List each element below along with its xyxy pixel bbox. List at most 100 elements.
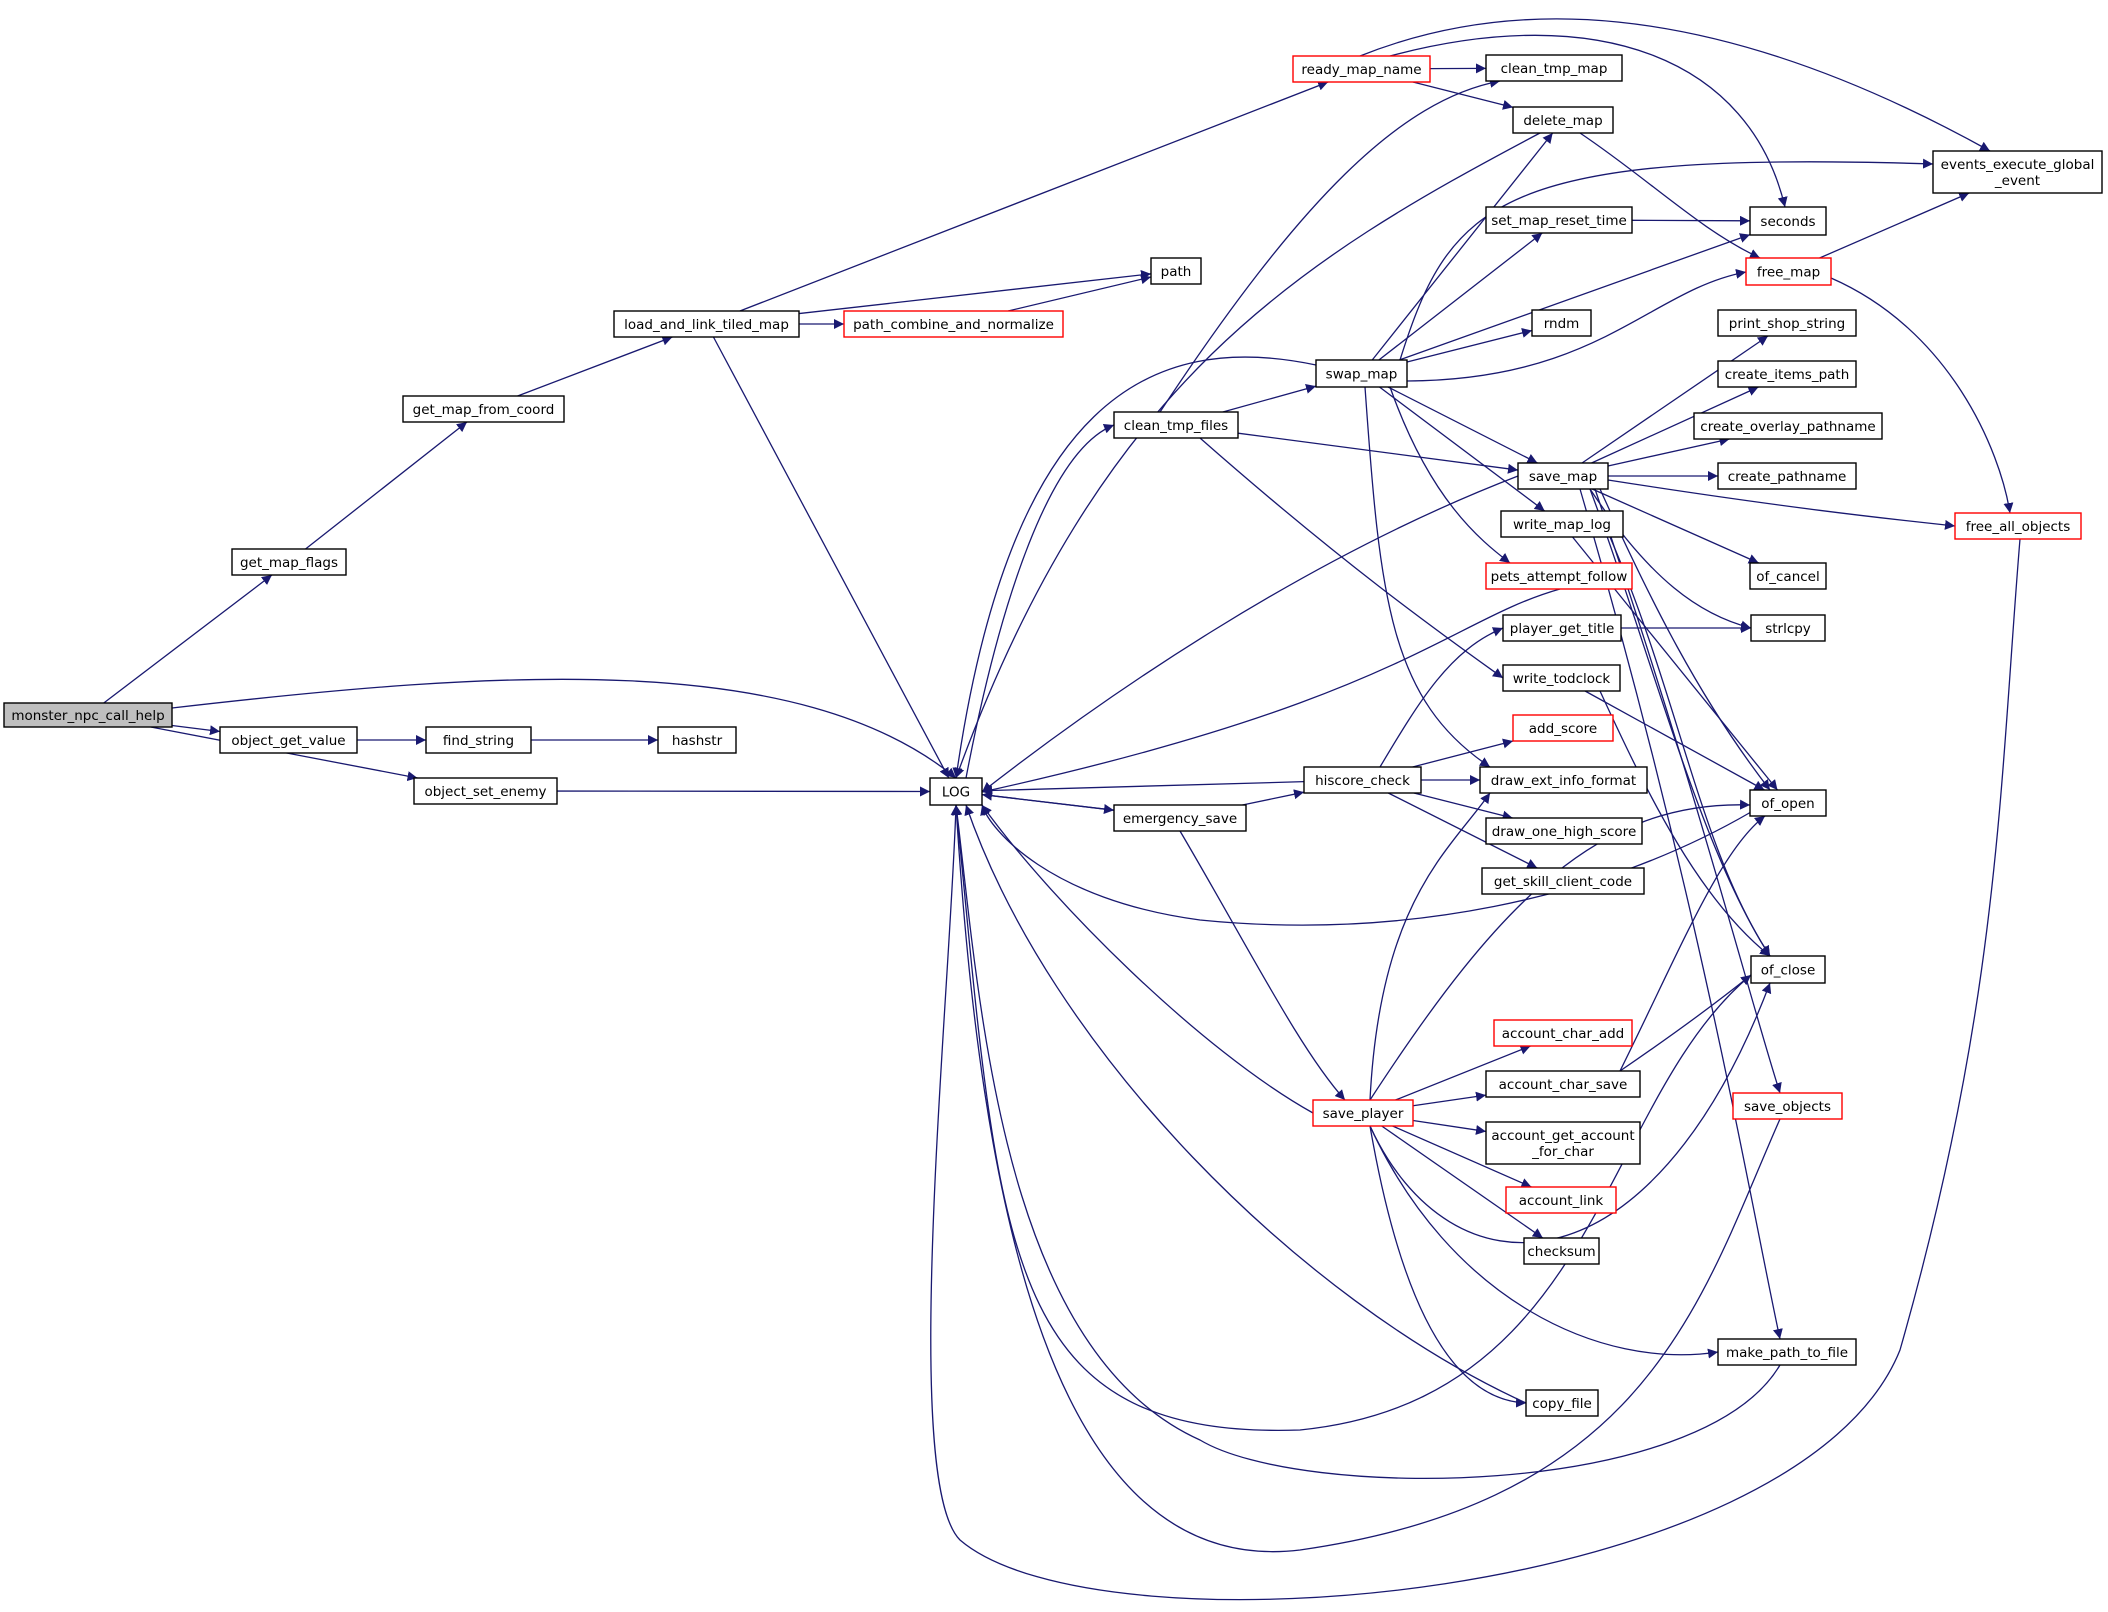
node-account_link[interactable]: account_link bbox=[1505, 1186, 1617, 1214]
node-free_all_objects[interactable]: free_all_objects bbox=[1954, 512, 2082, 540]
node-get_skill_client_code[interactable]: get_skill_client_code bbox=[1481, 867, 1645, 895]
node-ready_map_name[interactable]: ready_map_name bbox=[1292, 55, 1431, 83]
node-box bbox=[1113, 411, 1239, 439]
node-rndm[interactable]: rndm bbox=[1531, 309, 1592, 337]
node-of_close[interactable]: of_close bbox=[1750, 955, 1826, 984]
node-box bbox=[1292, 55, 1431, 83]
node-load_and_link_tiled_map[interactable]: load_and_link_tiled_map bbox=[613, 310, 800, 338]
edge-delete_map-to-LOG bbox=[954, 132, 1541, 779]
node-label: account_get_account bbox=[1491, 1128, 1634, 1144]
edge-emergency_save-to-hiscore_check bbox=[1242, 789, 1305, 806]
node-emergency_save[interactable]: emergency_save bbox=[1113, 804, 1247, 832]
node-get_map_flags[interactable]: get_map_flags bbox=[231, 548, 347, 576]
node-save_map[interactable]: save_map bbox=[1517, 462, 1609, 490]
node-hashstr[interactable]: hashstr bbox=[657, 726, 737, 754]
node-create_overlay_pathname[interactable]: create_overlay_pathname bbox=[1693, 412, 1883, 440]
node-save_objects[interactable]: save_objects bbox=[1732, 1092, 1843, 1120]
node-write_map_log[interactable]: write_map_log bbox=[1500, 510, 1624, 538]
node-box bbox=[1717, 1338, 1857, 1366]
node-object_set_enemy[interactable]: object_set_enemy bbox=[413, 777, 558, 805]
node-hiscore_check[interactable]: hiscore_check bbox=[1303, 766, 1422, 794]
node-clean_tmp_map[interactable]: clean_tmp_map bbox=[1485, 54, 1623, 82]
node-box bbox=[1732, 1092, 1843, 1120]
node-pets_attempt_follow[interactable]: pets_attempt_follow bbox=[1485, 562, 1633, 590]
node-label: hashstr bbox=[672, 733, 723, 749]
edge-load_and_link_tiled_map-to-ready_map_name bbox=[739, 80, 1329, 312]
node-path[interactable]: path bbox=[1150, 257, 1202, 285]
node-draw_ext_info_format[interactable]: draw_ext_info_format bbox=[1479, 766, 1648, 794]
node-add_score[interactable]: add_score bbox=[1512, 714, 1614, 742]
node-seconds[interactable]: seconds bbox=[1749, 206, 1827, 236]
node-box bbox=[929, 777, 983, 806]
node-box bbox=[1485, 54, 1623, 82]
edge-swap_map-to-draw_ext_info_format bbox=[1364, 386, 1491, 768]
node-clean_tmp_files[interactable]: clean_tmp_files bbox=[1113, 411, 1239, 439]
edge-save_player-to-draw_ext_info_format bbox=[1369, 792, 1491, 1101]
node-path_combine_and_normalize[interactable]: path_combine_and_normalize bbox=[843, 310, 1064, 338]
node-label: create_items_path bbox=[1725, 367, 1850, 383]
edge-free_map-to-events_execute_global_event bbox=[1819, 192, 1970, 259]
node-label: free_map bbox=[1757, 265, 1820, 281]
node-delete_map[interactable]: delete_map bbox=[1512, 106, 1614, 134]
edge-ready_map_name-to-delete_map bbox=[1412, 81, 1514, 110]
node-label: make_path_to_file bbox=[1726, 1345, 1848, 1361]
edge-save_map-to-of_cancel bbox=[1591, 488, 1760, 564]
node-free_map[interactable]: free_map bbox=[1745, 257, 1832, 286]
node-create_items_path[interactable]: create_items_path bbox=[1717, 360, 1857, 388]
node-box bbox=[231, 548, 347, 576]
node-label: of_open bbox=[1761, 796, 1814, 812]
node-strlcpy[interactable]: strlcpy bbox=[1750, 614, 1826, 642]
node-find_string[interactable]: find_string bbox=[425, 726, 532, 754]
node-of_cancel[interactable]: of_cancel bbox=[1749, 562, 1827, 590]
node-swap_map[interactable]: swap_map bbox=[1315, 359, 1408, 388]
node-label: copy_file bbox=[1532, 1396, 1592, 1412]
node-checksum[interactable]: checksum bbox=[1523, 1237, 1600, 1265]
edge-write_todclock-to-of_close bbox=[1599, 690, 1771, 957]
node-write_todclock[interactable]: write_todclock bbox=[1502, 664, 1621, 692]
node-of_open[interactable]: of_open bbox=[1749, 789, 1827, 817]
edge-save_map-to-create_items_path bbox=[1591, 386, 1759, 464]
node-events_execute_global_event[interactable]: events_execute_global_event bbox=[1932, 150, 2103, 194]
node-label: pets_attempt_follow bbox=[1491, 569, 1628, 585]
edge-hiscore_check-to-player_get_title bbox=[1379, 627, 1504, 768]
node-print_shop_string[interactable]: print_shop_string bbox=[1717, 309, 1857, 337]
node-object_get_value[interactable]: object_get_value bbox=[219, 726, 358, 754]
node-box bbox=[1500, 510, 1624, 538]
node-account_char_save[interactable]: account_char_save bbox=[1485, 1070, 1641, 1098]
node-player_get_title[interactable]: player_get_title bbox=[1502, 614, 1622, 642]
edge-hiscore_check-to-LOG bbox=[981, 781, 1305, 796]
node-create_pathname[interactable]: create_pathname bbox=[1717, 462, 1857, 490]
node-box bbox=[1750, 955, 1826, 984]
node-monster_npc_call_help[interactable]: monster_npc_call_help bbox=[3, 702, 173, 728]
edge-save_map-to-make_path_to_file bbox=[1579, 488, 1783, 1340]
node-box bbox=[1523, 1237, 1600, 1265]
node-make_path_to_file[interactable]: make_path_to_file bbox=[1717, 1338, 1857, 1366]
edge-clean_tmp_files-to-swap_map bbox=[1222, 383, 1317, 413]
node-label: load_and_link_tiled_map bbox=[624, 317, 789, 333]
node-get_map_from_coord[interactable]: get_map_from_coord bbox=[402, 395, 565, 423]
edge-get_map_from_coord-to-load_and_link_tiled_map bbox=[517, 335, 673, 397]
node-save_player[interactable]: save_player bbox=[1312, 1099, 1414, 1127]
node-account_get_account_for_char[interactable]: account_get_account_for_char bbox=[1485, 1121, 1641, 1165]
edge-swap_map-to-rndm bbox=[1406, 328, 1533, 363]
edge-swap_map-to-pets_attempt_follow bbox=[1389, 386, 1511, 564]
node-draw_one_high_score[interactable]: draw_one_high_score bbox=[1485, 817, 1643, 845]
node-LOG[interactable]: LOG bbox=[929, 777, 983, 806]
edge-account_char_save-to-of_close bbox=[1619, 974, 1752, 1072]
node-box bbox=[1485, 1070, 1641, 1098]
edge-write_todclock-to-of_open bbox=[1584, 690, 1765, 791]
edge-save_player-to-account_get_account_for_char bbox=[1412, 1119, 1487, 1135]
node-box bbox=[425, 726, 532, 754]
edge-write_map_log-to-of_close bbox=[1609, 536, 1771, 957]
node-box bbox=[1485, 206, 1633, 234]
node-box bbox=[1150, 257, 1202, 285]
node-account_char_add[interactable]: account_char_add bbox=[1493, 1019, 1633, 1047]
edge-load_and_link_tiled_map-to-path bbox=[798, 269, 1152, 315]
node-box bbox=[1750, 614, 1826, 642]
node-label: of_cancel bbox=[1756, 569, 1820, 585]
edge-monster_npc_call_help-to-object_get_value bbox=[171, 724, 221, 736]
node-copy_file[interactable]: copy_file bbox=[1525, 1389, 1599, 1417]
node-label: monster_npc_call_help bbox=[11, 708, 164, 724]
node-set_map_reset_time[interactable]: set_map_reset_time bbox=[1485, 206, 1633, 234]
edge-ready_map_name-to-events_execute_global_event bbox=[1359, 18, 1991, 152]
